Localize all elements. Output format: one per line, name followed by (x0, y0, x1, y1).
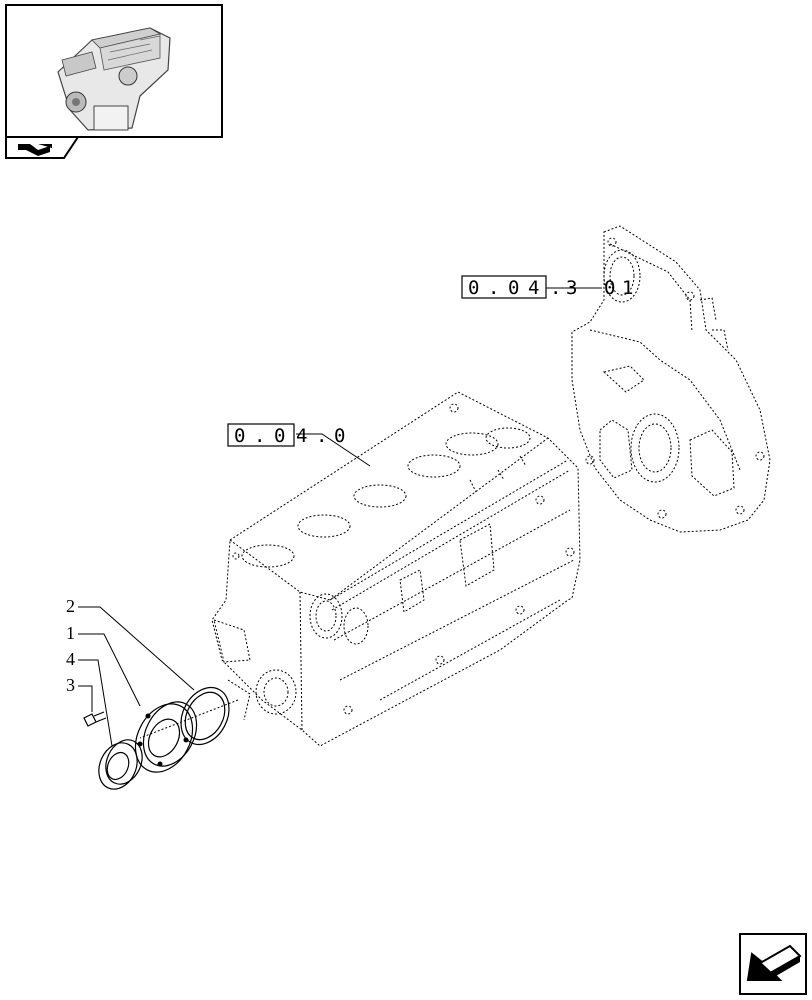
leader-lines (78, 287, 602, 747)
assembly-nav-icon (18, 144, 52, 156)
ref-cell: . (316, 425, 327, 447)
reference-label-0-04-3-01[interactable]: 0 . 0 4 . 3 0 1 (461, 275, 633, 299)
next-page-button[interactable] (739, 933, 807, 995)
ref-cell: 0 (468, 277, 479, 299)
gasket-ring-part (180, 686, 230, 746)
reference-label-0-04-0[interactable]: 0 . 0 4 . 0 (227, 423, 345, 447)
ref-cell: 4 (296, 425, 307, 447)
ref-cell: 4 (528, 277, 539, 299)
engine-thumbnail-icon (57, 27, 171, 131)
ref-cell: 1 (622, 277, 633, 299)
ref-cell: 0 (604, 277, 615, 299)
engine-block-part (211, 391, 581, 747)
seal-housing-part (134, 701, 198, 773)
timing-cover-part (571, 225, 771, 533)
callout-number-3[interactable]: 3 (66, 675, 75, 695)
ref-cell: . (550, 277, 561, 299)
oil-seal-part (98, 739, 143, 790)
assembly-nav-tab[interactable] (5, 136, 80, 159)
engine-thumbnail[interactable] (5, 4, 223, 138)
ref-cell: 0 (334, 425, 345, 447)
callout-number-1[interactable]: 1 (66, 623, 75, 643)
bolt-part (83, 711, 107, 727)
next-page-arrow-icon (746, 944, 802, 981)
ref-cell: 3 (566, 277, 577, 299)
ref-cell: . (488, 277, 499, 299)
callout-number-4[interactable]: 4 (66, 649, 75, 669)
callout-number-2[interactable]: 2 (66, 596, 75, 616)
ref-cell: . (254, 425, 265, 447)
ref-cell: 0 (508, 277, 519, 299)
assembly-axis-line (139, 699, 239, 739)
ref-cell: 0 (274, 425, 285, 447)
ref-cell: 0 (234, 425, 245, 447)
